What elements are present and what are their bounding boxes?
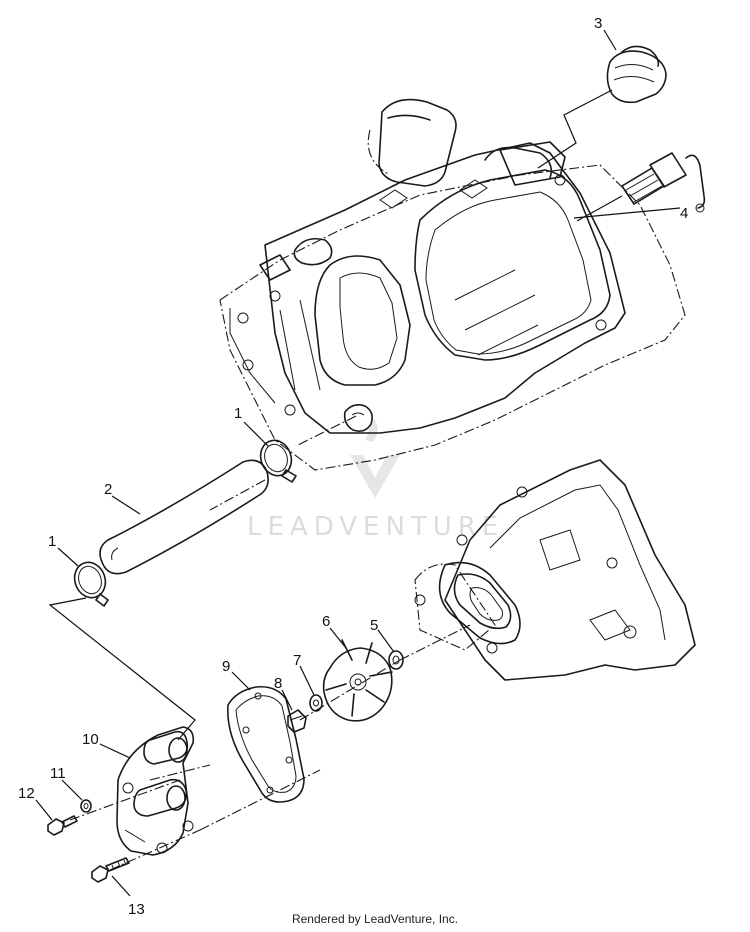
part-9-gasket — [227, 685, 305, 803]
callout-10: 10 — [82, 731, 99, 748]
footer-credit: Rendered by LeadVenture, Inc. — [291, 912, 459, 926]
part-8-plug — [287, 709, 307, 733]
callout-8: 8 — [274, 675, 282, 692]
cylinder-head — [219, 98, 686, 471]
center-lines — [69, 415, 471, 871]
part-1-clamp-lower — [73, 561, 109, 607]
callout-3: 3 — [594, 15, 602, 32]
callout-4: 4 — [680, 205, 688, 222]
part-1-clamp-upper — [259, 439, 297, 483]
callout-labels: 1 2 1 3 4 5 6 7 8 9 10 11 12 13 — [18, 15, 688, 918]
part-3-cap — [537, 45, 667, 169]
part-12-bolt — [47, 815, 78, 836]
part-6-impeller — [322, 639, 393, 722]
part-10-pump-cover — [116, 726, 195, 856]
callout-7: 7 — [293, 652, 301, 669]
leader-lines — [35, 29, 681, 897]
callout-12: 12 — [18, 785, 35, 802]
callout-13: 13 — [128, 901, 145, 918]
part-2-hose — [99, 459, 269, 575]
watermark-text: LEADVENTURE — [247, 512, 504, 542]
crankcase — [414, 459, 696, 681]
watermark: LEADVENTURE — [247, 419, 504, 542]
callout-1-lower: 1 — [48, 533, 56, 550]
callout-2: 2 — [104, 481, 112, 498]
callout-6: 6 — [322, 613, 330, 630]
part-7-washer — [309, 694, 323, 712]
part-13-bolt — [91, 857, 130, 883]
callout-9: 9 — [222, 658, 230, 675]
part-11-washer — [80, 799, 92, 813]
callout-11: 11 — [50, 765, 66, 782]
callout-1-upper: 1 — [234, 405, 242, 422]
callout-5: 5 — [370, 617, 378, 634]
